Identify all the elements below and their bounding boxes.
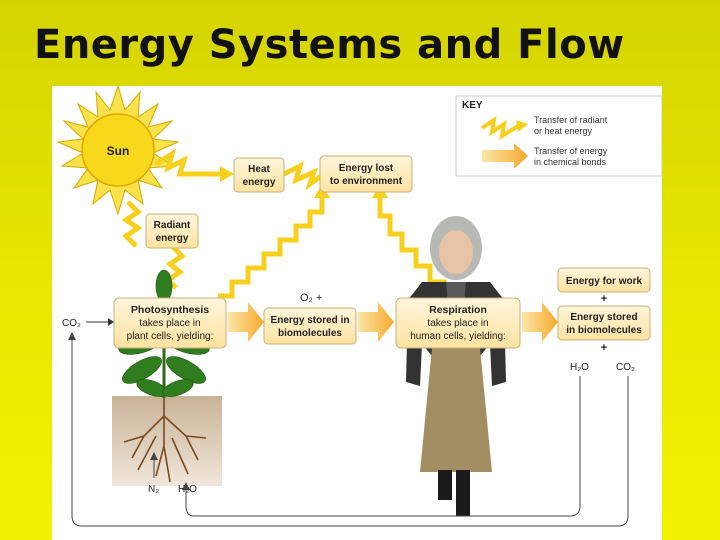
o2-label: O₂ + bbox=[300, 292, 322, 304]
energy-stored-label-1: Energy stored bbox=[570, 312, 637, 323]
key-radiant-1: Transfer of radiant bbox=[534, 115, 608, 125]
respiration-box: Respiration takes place in human cells, … bbox=[395, 297, 521, 349]
plus-sign-2: + bbox=[601, 342, 607, 354]
arrow-bio-to-resp bbox=[358, 302, 394, 342]
co2-left-label: CO₂ bbox=[62, 318, 81, 329]
energy-stored-box: Energy stored in biomolecules bbox=[557, 305, 651, 341]
zigzag-heat-to-lost bbox=[282, 161, 326, 191]
energy-lost-box: Energy lost to environment bbox=[319, 155, 413, 193]
h2o-bottom-label: H₂O bbox=[178, 484, 197, 495]
soil bbox=[112, 396, 222, 486]
plus-sign-1: + bbox=[601, 293, 607, 305]
sun: Sun bbox=[56, 86, 180, 216]
key-heading: KEY bbox=[462, 100, 483, 111]
person-illustration bbox=[406, 216, 506, 516]
respiration-label-1: Respiration bbox=[429, 304, 487, 316]
loop-h2o bbox=[185, 376, 581, 517]
zigzag-arrowhead-1 bbox=[220, 166, 234, 182]
radiant-energy-label-2: energy bbox=[156, 233, 189, 244]
respiration-label-2: takes place in bbox=[427, 318, 488, 329]
energy-for-work-label: Energy for work bbox=[566, 276, 643, 287]
key-legend: KEY Transfer of radiant or heat energy T… bbox=[455, 95, 662, 177]
biomolecules-label-1: Energy stored in bbox=[271, 315, 350, 326]
photosynthesis-box: Photosynthesis takes place in plant cell… bbox=[113, 297, 227, 349]
energy-flow-diagram: Sun Heat energy Energy lost to environme… bbox=[56, 86, 662, 527]
respiration-label-3: human cells, yielding: bbox=[410, 331, 506, 342]
n2-arrowhead bbox=[150, 452, 158, 460]
heat-energy-box: Heat energy bbox=[233, 157, 285, 193]
key-chemical-1: Transfer of energy bbox=[534, 146, 608, 156]
loop-co2 bbox=[71, 338, 629, 527]
energy-lost-label-2: to environment bbox=[330, 176, 403, 187]
h2o-right-label: H₂O bbox=[570, 362, 589, 373]
radiant-energy-box: Radiant energy bbox=[145, 213, 199, 249]
energy-stored-label-2: in biomolecules bbox=[566, 325, 642, 336]
energy-for-work-box: Energy for work bbox=[557, 267, 651, 293]
boot-right bbox=[456, 470, 470, 516]
arrow-resp-to-outputs bbox=[522, 302, 558, 342]
key-zigzag-head bbox=[516, 120, 528, 132]
biomolecules-label-2: biomolecules bbox=[278, 328, 342, 339]
plant-illustration bbox=[112, 269, 222, 486]
arrow-photo-to-bio bbox=[228, 302, 264, 342]
key-zigzag-sample bbox=[480, 115, 520, 141]
loop-co2-arrowhead bbox=[68, 332, 76, 340]
photosynthesis-label-3: plant cells, yielding: bbox=[127, 331, 214, 342]
sun-disc bbox=[81, 113, 155, 187]
zigzag-plant-to-lost bbox=[218, 194, 325, 299]
key-orange-arrow-sample bbox=[482, 143, 528, 169]
return-loops bbox=[71, 338, 629, 527]
key-radiant-2: or heat energy bbox=[534, 126, 593, 136]
co2-right-label: CO₂ bbox=[616, 362, 635, 373]
slide-title: Energy Systems and Flow bbox=[34, 22, 625, 68]
roots bbox=[123, 398, 207, 483]
energy-lost-label-1: Energy lost bbox=[339, 163, 394, 174]
diagram-panel: Sun Heat energy Energy lost to environme… bbox=[52, 86, 662, 540]
n2-label: N₂ bbox=[148, 484, 159, 495]
biomolecules-box: Energy stored in biomolecules bbox=[263, 307, 357, 345]
boot-left bbox=[438, 470, 452, 500]
key-chemical-2: in chemical bonds bbox=[534, 157, 607, 167]
face bbox=[439, 230, 473, 274]
heat-energy-label-1: Heat bbox=[248, 164, 270, 175]
zigzag-sun-to-radiant bbox=[121, 200, 143, 248]
zigzag-sun-to-heat bbox=[154, 148, 220, 177]
heat-energy-label-2: energy bbox=[243, 177, 276, 188]
sun-label: Sun bbox=[107, 144, 130, 158]
photosynthesis-label-2: takes place in bbox=[139, 318, 200, 329]
co2-left-arrowhead bbox=[108, 318, 114, 326]
radiant-energy-label-1: Radiant bbox=[154, 220, 191, 231]
skirt bbox=[420, 348, 492, 472]
loop-h2o-arrowhead bbox=[182, 482, 190, 490]
photosynthesis-label-1: Photosynthesis bbox=[131, 304, 209, 316]
